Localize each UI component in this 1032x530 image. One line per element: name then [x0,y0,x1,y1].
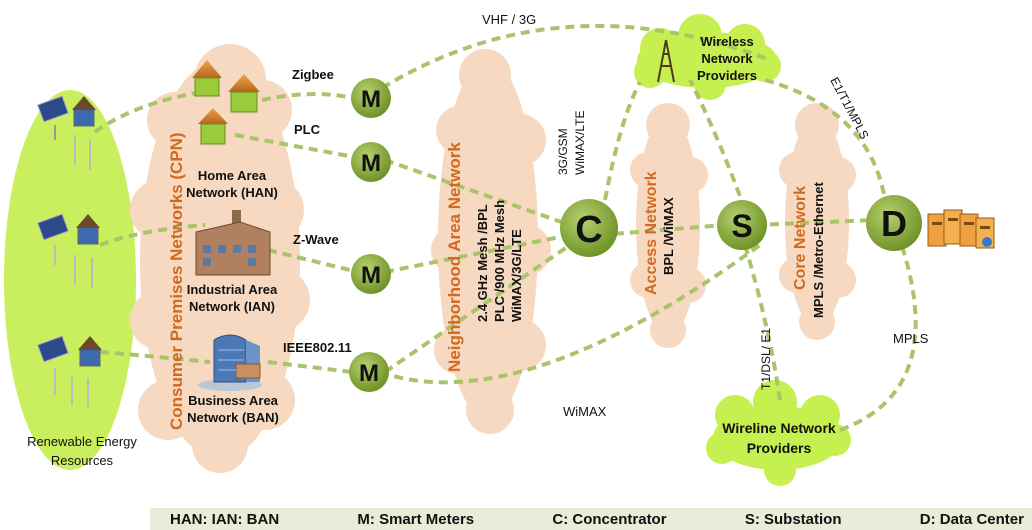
legend-meters: M: Smart Meters [357,510,475,528]
wireline-line2: Providers [747,440,812,456]
ban-label-line2: Network (BAN) [187,410,279,425]
link-plc: PLC [294,122,321,137]
link-wimax-lte: WiMAX/LTE [573,111,587,175]
smart-meter-node: M [351,254,391,294]
legend-networks: HAN: IAN: BAN [170,510,280,528]
nan-line2: PLC /900 MHz Mesh [492,200,507,322]
office-building-icon [198,334,262,391]
substation-letter: S [731,208,752,244]
meter-letter: M [361,150,381,177]
servers-icon [927,209,995,249]
legend-bar: HAN: IAN: BAN M: Smart Meters C: Concent… [150,508,1032,530]
smart-meter-node: M [351,78,391,118]
renewable-site-1 [37,95,96,170]
access-cloud [630,103,708,348]
smart-meter-node: M [349,352,389,392]
cpn-title: Consumer Premises Networks (CPN) [167,132,186,430]
link-vhf: VHF / 3G [482,12,536,27]
factory-icon [195,210,271,276]
houses-icon [192,60,260,145]
datacenter-letter: D [881,203,907,244]
link-mpls: MPLS [893,331,929,346]
han-label-line1: Home Area [198,168,267,183]
meter-letter: M [359,360,379,387]
meter-letter: M [361,86,381,113]
wireline-cloud [706,380,851,486]
link-zwave: Z-Wave [293,232,339,247]
link-wimax: WiMAX [563,404,607,419]
legend-datacenter: D: Data Center [919,510,1024,528]
concentrator-node: C [560,199,618,257]
ian-label-line1: Industrial Area [187,282,278,297]
nan-line1: 2.4 GHz Mesh /BPL [475,204,490,322]
core-sub: MPLS /Metro-Ethernet [811,182,826,318]
legend-substation: S: Substation [744,510,842,528]
wireless-line1: Wireless [700,34,753,49]
legend-concentrator: C: Concentrator [552,510,667,528]
renewable-blob [4,90,136,470]
link-t1-dsl-e1: T1/DSL/ E1 [759,328,773,390]
nan-line3: WiMAX/3G/LTE [509,229,524,322]
antenna-tower-icon [657,39,675,83]
han-label-line2: Network (HAN) [186,185,278,200]
datacenter-node: D [866,195,922,251]
nan-title: Neighborhood Area Network [445,142,464,372]
smart-meter-node: M [351,142,391,182]
renewable-site-2 [37,213,100,288]
core-title: Core Network [792,186,809,290]
connection-lines [93,23,918,432]
link-zigbee: Zigbee [292,67,334,82]
wireless-line3: Providers [697,68,757,83]
substation-node: S [717,200,767,250]
link-3g-gsm: 3G/GSM [556,128,570,175]
access-sub: BPL /WiMAX [661,197,676,275]
renewable-label-line2: Resources [51,453,114,468]
wireless-line2: Network [701,51,753,66]
access-title: Access Network [643,171,660,295]
wireline-line1: Wireline Network [722,420,836,436]
nan-cloud [431,49,551,434]
ban-label-line1: Business Area [188,393,279,408]
concentrator-letter: C [575,209,602,251]
link-ieee: IEEE802.11 [283,340,352,355]
renewable-label-line1: Renewable Energy [27,434,137,449]
ian-label-line2: Network (IAN) [189,299,275,314]
meter-letter: M [361,262,381,289]
renewable-site-3 [37,335,102,408]
